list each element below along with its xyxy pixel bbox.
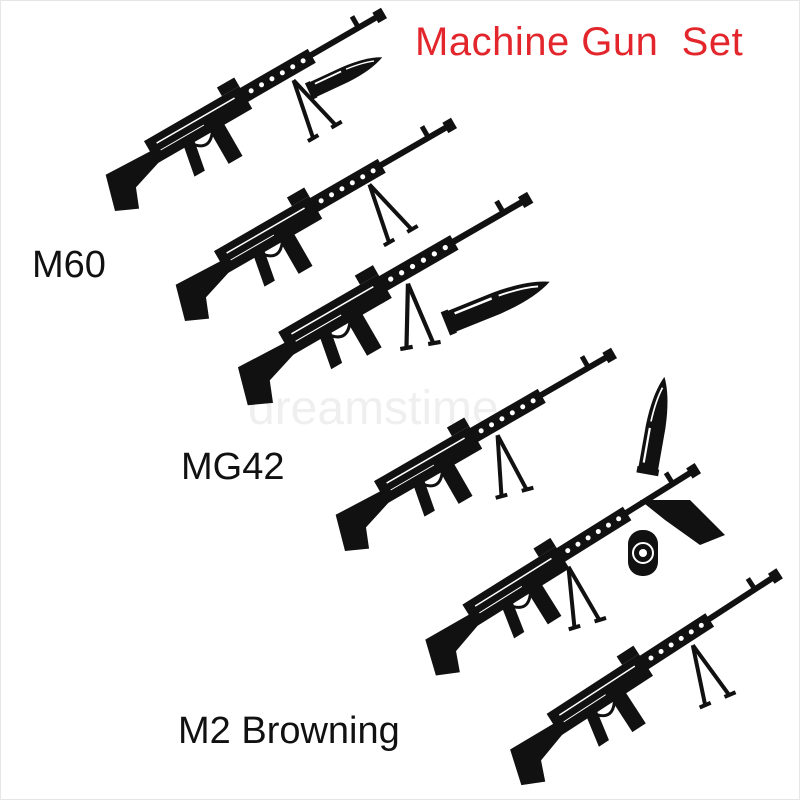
- set-title: Machine Gun Set: [415, 20, 744, 64]
- bullet-icon: [635, 373, 677, 478]
- rifle-icon: [315, 334, 643, 567]
- label-m60: M60: [32, 244, 106, 286]
- label-mg42: MG42: [181, 446, 285, 488]
- bullet-icon: [439, 268, 556, 337]
- bullet-icon: [304, 48, 387, 101]
- rifle-icon: [85, 0, 413, 227]
- ammo-belt-icon: [628, 500, 725, 576]
- label-m2-browning: M2 Browning: [178, 710, 400, 752]
